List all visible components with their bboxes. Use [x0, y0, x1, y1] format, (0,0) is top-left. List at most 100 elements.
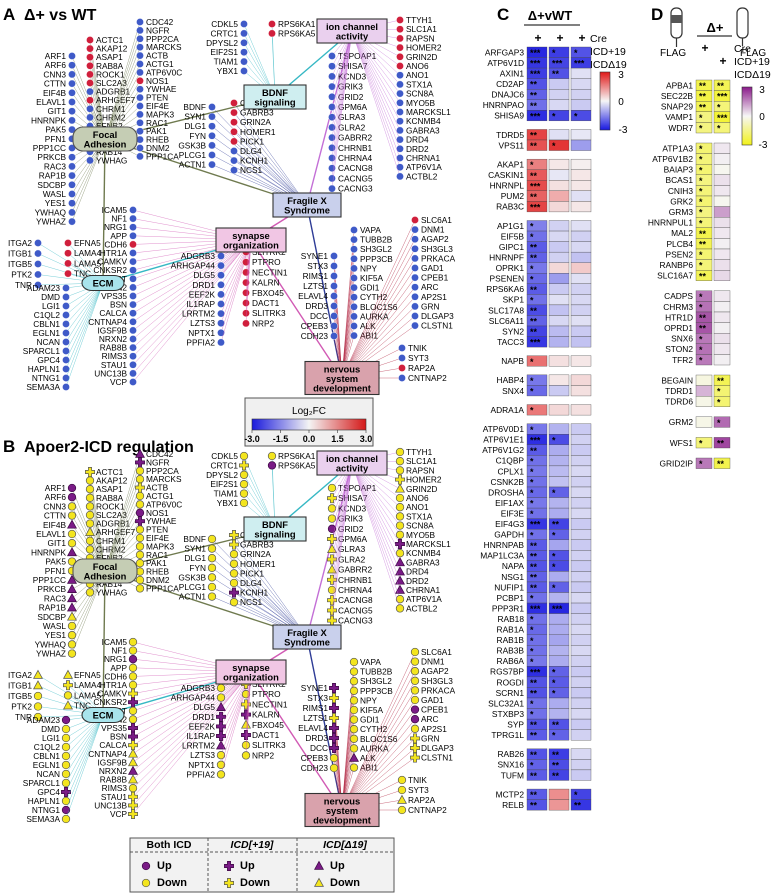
gene-edge — [331, 30, 353, 128]
gene-label: ARHGEF7 — [96, 95, 136, 105]
heatmap-cell — [570, 571, 592, 583]
gene-node-marker — [129, 369, 137, 378]
gene-node-marker — [86, 96, 94, 104]
heatmap-significance: *** — [530, 111, 541, 121]
gene-label: AKAP12 — [96, 476, 128, 486]
gene-label: PRKACA — [421, 685, 456, 695]
gene-label: GRIK3 — [338, 82, 363, 92]
heatmap-row-label: BAIAP3 — [664, 165, 694, 175]
hub-box — [81, 274, 125, 292]
gene-node-marker — [86, 113, 94, 122]
heatmap-row-label: EIF1AX — [495, 498, 524, 508]
heatmap-significance: * — [530, 456, 534, 466]
hub-label: development — [313, 383, 371, 394]
gene-label: STX3 — [307, 693, 328, 703]
gene-node-marker — [350, 331, 358, 340]
gene-node-marker — [327, 615, 337, 626]
heatmap-significance: ** — [530, 562, 537, 572]
gene-node-marker — [396, 163, 404, 171]
gene-label: STX3 — [307, 261, 328, 271]
gene-node-marker — [216, 751, 226, 760]
gene-label: GRIN2A — [240, 549, 271, 559]
gene-edge — [233, 112, 308, 206]
gene-node-marker — [129, 378, 137, 386]
hub-label: ion channel — [326, 453, 378, 464]
gene-label: PPFIA2 — [186, 337, 215, 347]
gene-label: NOS1 — [146, 76, 169, 86]
heatmap-cell — [570, 283, 592, 295]
gene-edge — [351, 30, 401, 131]
heatmap-significance: * — [699, 113, 703, 123]
gene-node-marker — [216, 721, 226, 732]
gene-label: NF1 — [111, 646, 127, 656]
gene-node-marker — [350, 235, 358, 244]
gene-label: NPY — [360, 263, 378, 273]
colorbar-c-tick-top: 3 — [618, 70, 624, 81]
gene-node-marker — [135, 466, 145, 475]
gene-label: CNN3 — [43, 69, 66, 79]
gene-node-marker — [398, 354, 406, 362]
gene-label: ADGRB1 — [96, 519, 131, 529]
gene-label: EIF4B — [43, 88, 67, 98]
gene-edge — [331, 30, 353, 159]
gene-label: ARF6 — [45, 60, 67, 70]
heatmap-row-label: SLC16A7 — [657, 271, 693, 281]
gene-node-marker — [239, 460, 249, 471]
hub-box — [243, 84, 307, 110]
gene-label: ACTC1 — [96, 467, 124, 477]
colorbar-tick-label: -3.0 — [244, 434, 260, 444]
legend-header-both: Both ICD — [147, 839, 192, 851]
gene-node-marker — [230, 147, 238, 155]
gene-node-marker — [68, 98, 76, 106]
gene-node-marker — [267, 461, 277, 470]
gene-label: DLG1 — [184, 553, 206, 563]
gene-label: ACTBL2 — [406, 603, 438, 613]
gene-node-marker — [62, 284, 70, 292]
gene-node-marker — [240, 57, 248, 66]
gene-node-marker — [136, 93, 144, 102]
gene-node-marker — [86, 87, 94, 96]
gene-label: STAU1 — [101, 792, 128, 802]
heatmap-row-label: SLC6A11 — [489, 316, 525, 326]
gene-label: CDKL5 — [211, 19, 238, 29]
gene-node-marker — [64, 269, 72, 278]
heatmap-cell — [570, 262, 592, 274]
heatmap-significance: * — [717, 418, 721, 428]
gene-edge — [351, 30, 401, 168]
gene-label: GLRA2 — [338, 122, 366, 132]
gene-label: GDI1 — [360, 715, 380, 725]
gene-label: RIMS3 — [102, 351, 128, 361]
gene-label: RAP2A — [408, 363, 436, 373]
gene-node-marker — [396, 62, 404, 70]
gene-label: GLRA3 — [338, 544, 366, 554]
gene-label: ARF1 — [45, 51, 67, 61]
heatmap-significance: ** — [717, 439, 724, 449]
heatmap-cell — [526, 385, 548, 397]
gene-node-marker — [396, 53, 404, 61]
heatmap-cell — [713, 248, 731, 260]
gene-node-marker — [268, 29, 276, 38]
gene-node-marker — [230, 99, 238, 107]
gene-label: PPP2CA — [146, 34, 179, 44]
gene-label: SH3GL2 — [360, 244, 392, 254]
gene-label: NRXN2 — [99, 334, 128, 344]
gene-label: ICAM5 — [102, 205, 128, 215]
gene-node-marker — [67, 547, 77, 557]
gene-edge — [71, 138, 106, 222]
gene-label: EEF2K — [189, 721, 216, 731]
gene-node-marker — [327, 543, 337, 553]
legend-up-plus-icon — [224, 861, 234, 871]
heatmap-cell — [713, 270, 731, 281]
colorbar-tick-label: 3.0 — [360, 434, 373, 444]
hub-label: nervous — [324, 796, 360, 807]
gene-label: CACNG3 — [338, 184, 373, 194]
heatmap-row-label: SNX6 — [671, 334, 693, 344]
gene-label: SLC2A3 — [96, 510, 127, 520]
gene-label: TTYH1 — [406, 15, 433, 25]
heatmap-row-label: MAP1LC3A — [480, 551, 524, 561]
heatmap-significance: * — [699, 459, 703, 469]
gene-edge — [351, 462, 401, 545]
gene-node-marker — [207, 592, 217, 601]
gene-label: GPM6A — [338, 102, 368, 112]
heatmap-cell — [548, 455, 570, 467]
